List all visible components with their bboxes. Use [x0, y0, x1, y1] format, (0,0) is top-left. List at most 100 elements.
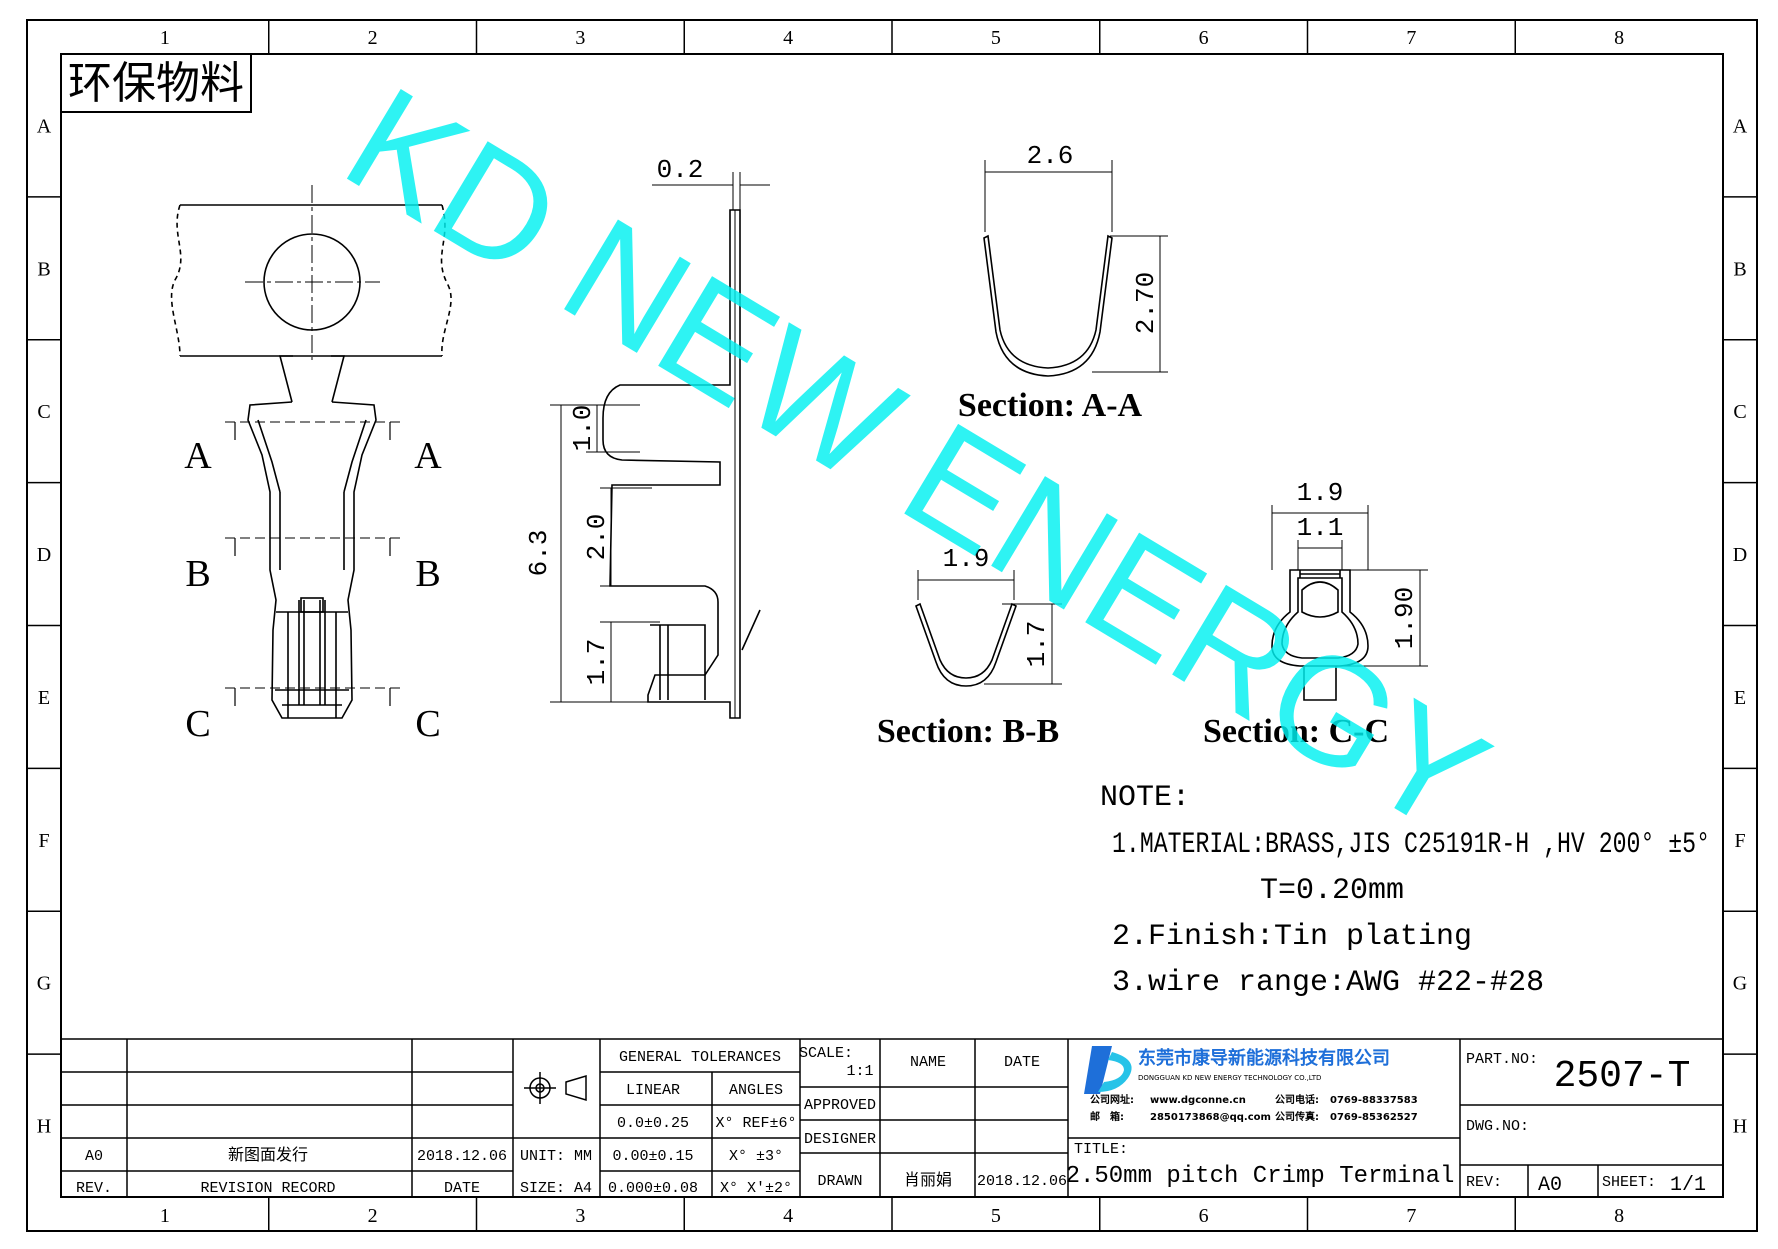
part-no-value: 2507-T [1554, 1055, 1691, 1098]
zone-column-top-5: 5 [991, 27, 1001, 49]
dim-bb-height: 1.7 [1022, 621, 1052, 668]
zone-column-top-8: 8 [1614, 27, 1624, 49]
angles-header: ANGLES [729, 1082, 783, 1099]
zone-row-right-B: B [1733, 258, 1746, 280]
notes-heading: NOTE: [1100, 781, 1190, 815]
note-line-1b: T=0.20mm [1260, 874, 1404, 908]
zone-column-bottom-1: 1 [160, 1205, 170, 1227]
tol-linear-2: 0.00±0.15 [612, 1148, 693, 1165]
side-view [550, 172, 770, 719]
rev-date: 2018.12.06 [417, 1148, 507, 1165]
general-tolerances: GENERAL TOLERANCES [619, 1049, 781, 1066]
note-line-2: 2.Finish:Tin plating [1112, 920, 1472, 954]
zone-row-right-A: A [1733, 115, 1748, 137]
section-aa-title: Section: A-A [958, 387, 1143, 424]
zone-column-top-6: 6 [1199, 27, 1209, 49]
zone-row-left-C: C [37, 401, 50, 423]
tol-angle-2: X° ±3° [729, 1148, 783, 1165]
designer-label: DESIGNER [804, 1131, 876, 1148]
marker-c-left: C [185, 703, 210, 745]
record-header: REVISION RECORD [200, 1180, 335, 1197]
zone-row-left-B: B [37, 258, 50, 280]
title-block [61, 1038, 1723, 1197]
zone-column-top-2: 2 [368, 27, 378, 49]
dim-side-total: 6.3 [524, 530, 554, 577]
fax-value: 0769-85362527 [1330, 1112, 1418, 1123]
eco-material-stamp: 环保物料 [60, 53, 252, 113]
zone-row-left-G: G [37, 973, 51, 995]
part-no-label: PART.NO: [1466, 1051, 1538, 1068]
zone-row-right-G: G [1733, 973, 1747, 995]
marker-a-left: A [184, 435, 212, 477]
zone-column-top-3: 3 [575, 27, 585, 49]
zone-column-top-7: 7 [1406, 27, 1416, 49]
name-header: NAME [910, 1054, 946, 1071]
zone-column-bottom-5: 5 [991, 1205, 1001, 1227]
zone-row-right-E: E [1734, 687, 1746, 709]
title-part-block: TITLE: 2.50mm pitch Crimp Terminal PART.… [1066, 1051, 1706, 1197]
zone-row-right-F: F [1734, 830, 1745, 852]
phone-value: 0769-88337583 [1330, 1095, 1418, 1106]
zone-row-right-H: H [1733, 1116, 1747, 1138]
drawn-label: DRAWN [817, 1173, 862, 1190]
title-label: TITLE: [1074, 1141, 1128, 1158]
front-view [170, 185, 452, 719]
zone-row-left-D: D [37, 544, 51, 566]
tol-angle-3: X° X'±2° [720, 1180, 792, 1197]
date-header-2: DATE [1004, 1054, 1040, 1071]
mail-label: 邮 箱: [1090, 1110, 1124, 1123]
dim-cc-inner: 1.1 [1297, 513, 1344, 543]
linear-header: LINEAR [626, 1082, 680, 1099]
dim-cc-height: 1.90 [1390, 587, 1420, 649]
dwg-no-label: DWG.NO: [1466, 1118, 1529, 1135]
zone-column-top-1: 1 [160, 27, 170, 49]
zone-row-right-C: C [1733, 401, 1746, 423]
dim-aa-width: 2.6 [1027, 141, 1074, 171]
rev-header: REV. [76, 1180, 112, 1197]
section-cc-title: Section: C-C [1203, 713, 1389, 750]
drawn-name: 肖丽娟 [904, 1170, 952, 1189]
marker-a-right: A [414, 435, 442, 477]
stamp-text: 环保物料 [68, 58, 244, 109]
dim-thickness: 0.2 [657, 155, 704, 185]
marker-b-right: B [415, 553, 440, 595]
title-value: 2.50mm pitch Crimp Terminal [1066, 1163, 1455, 1190]
drawing-frame [26, 19, 1758, 1232]
rev-block-value: A0 [1538, 1174, 1562, 1197]
phone-label: 公司电话: [1275, 1093, 1319, 1106]
zone-row-left-F: F [38, 830, 49, 852]
zone-row-left-A: A [37, 115, 52, 137]
mail-value: 2850173868@qq.com [1150, 1112, 1271, 1123]
web-value: www.dgconne.cn [1150, 1095, 1246, 1106]
dim-side-top: 1.0 [568, 405, 598, 452]
zone-column-bottom-6: 6 [1199, 1205, 1209, 1227]
company-en: DONGGUAN KD NEW ENERGY TECHNOLOGY CO.,LT… [1138, 1074, 1321, 1082]
marker-b-left: B [185, 553, 210, 595]
note-line-3: 3.wire range:AWG #22-#28 [1112, 966, 1544, 1000]
zone-column-bottom-4: 4 [783, 1205, 793, 1227]
title-block-text: A0 新图面发行 2018.12.06 REV. REVISION RECORD… [76, 1045, 1067, 1197]
section-bb-title: Section: B-B [877, 713, 1059, 750]
dim-cc-outer: 1.9 [1297, 478, 1344, 508]
notes-block: NOTE: 1.MATERIAL:BRASS,JIS C25191R-H ,HV… [1100, 781, 1710, 1000]
zone-column-top-4: 4 [783, 27, 793, 49]
scale-value: 1:1 [846, 1063, 873, 1080]
tol-linear-1: 0.0±0.25 [617, 1115, 689, 1132]
section-cc [1271, 505, 1428, 701]
section-aa [983, 160, 1168, 377]
company-info: 东莞市康导新能源科技有限公司 DONGGUAN KD NEW ENERGY TE… [1090, 1047, 1418, 1123]
section-markers: A A B B C C [184, 435, 442, 745]
rev-record: 新图面发行 [228, 1145, 308, 1164]
sheet-label: SHEET: [1602, 1174, 1656, 1191]
fax-label: 公司传真: [1275, 1110, 1319, 1123]
zone-column-bottom-7: 7 [1406, 1205, 1416, 1227]
tol-linear-3: 0.000±0.08 [608, 1180, 698, 1197]
zone-row-left-E: E [38, 687, 50, 709]
zone-column-bottom-8: 8 [1614, 1205, 1624, 1227]
company-logo-icon [1084, 1046, 1132, 1094]
dim-aa-height: 2.70 [1131, 272, 1161, 334]
sheet-value: 1/1 [1670, 1174, 1706, 1197]
rev-value: A0 [85, 1148, 103, 1165]
rev-block-label: REV: [1466, 1174, 1502, 1191]
